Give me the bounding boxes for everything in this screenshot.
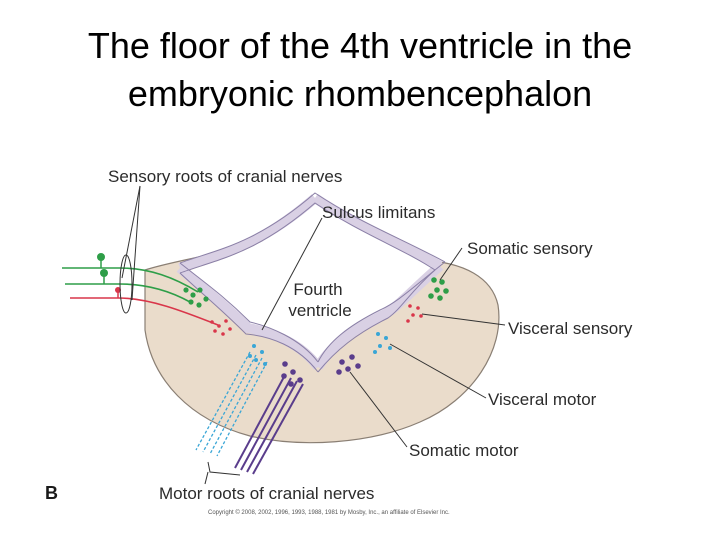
somatic-motor-nucleus-right <box>336 354 361 375</box>
label-motor-roots: Motor roots of cranial nerves <box>159 484 374 503</box>
label-fourth-ventricle-line1: Fourth <box>293 280 342 299</box>
title-line-2: embryonic rhombencephalon <box>127 73 593 114</box>
visceral-motor-fibers <box>195 351 268 457</box>
label-sulcus-limitans: Sulcus limitans <box>322 203 435 222</box>
label-fourth-ventricle-line2: ventricle <box>288 301 351 320</box>
panel-letter: B <box>45 483 58 503</box>
visceral-sensory-nucleus-left <box>210 319 232 336</box>
title-line-1: The floor of the 4th ventricle in the <box>87 25 633 66</box>
leader-lines <box>121 185 506 485</box>
somatic-sensory-nucleus-left <box>183 287 209 308</box>
somatic-motor-fibers <box>234 374 304 475</box>
copyright-notice: Copyright © 2008, 2002, 1996, 1993, 1988… <box>208 509 450 516</box>
label-somatic-motor: Somatic motor <box>409 441 519 460</box>
ependymal-lining <box>176 192 446 373</box>
slide-title: The floor of the 4th ventricle in the em… <box>0 22 720 118</box>
label-visceral-motor: Visceral motor <box>488 390 597 409</box>
somatic-sensory-nucleus-right <box>428 277 449 301</box>
label-visceral-sensory: Visceral sensory <box>508 319 633 338</box>
visceral-motor-nucleus-right <box>373 332 392 354</box>
visceral-motor-nucleus-left <box>248 344 267 366</box>
sensory-ganglion-cells <box>97 253 121 298</box>
label-somatic-sensory: Somatic sensory <box>467 239 593 258</box>
visceral-sensory-nucleus-right <box>406 304 423 323</box>
label-sensory-roots: Sensory roots of cranial nerves <box>108 167 342 186</box>
